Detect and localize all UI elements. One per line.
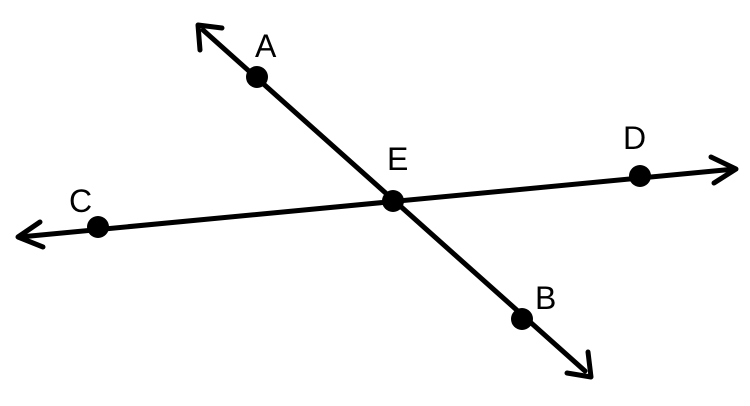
point-b (511, 308, 533, 330)
arrowhead-d-end (708, 154, 739, 186)
arrowhead-a-end (195, 22, 225, 53)
arrowhead-c-end (15, 219, 46, 250)
line-cd (15, 154, 739, 250)
label-d: D (623, 120, 646, 156)
point-e (382, 190, 404, 212)
point-a (246, 66, 268, 88)
point-d (629, 165, 651, 187)
label-e: E (387, 141, 408, 177)
label-b: B (535, 280, 556, 316)
label-a: A (255, 28, 277, 64)
point-c (87, 216, 109, 238)
arrowhead-b-end (564, 349, 594, 380)
label-c: C (69, 183, 92, 219)
